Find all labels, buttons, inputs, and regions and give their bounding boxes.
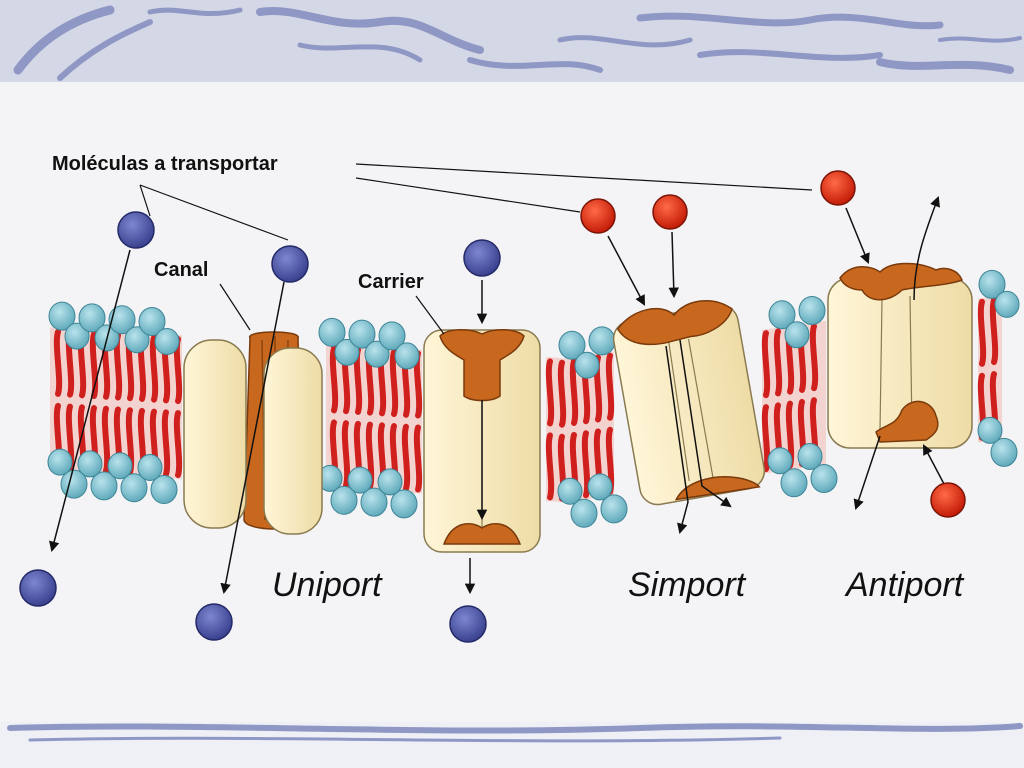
- carrier-label: Carrier: [358, 271, 424, 293]
- lipid-head: [120, 473, 148, 503]
- lipid-head: [364, 340, 390, 368]
- red-molecule-icon: [930, 482, 966, 518]
- molecules-label: Moléculas a transportar: [52, 153, 278, 175]
- lipid-head: [378, 321, 406, 351]
- lipid-head: [90, 471, 118, 501]
- blue-molecule-icon: [449, 605, 487, 643]
- blue-molecule-icon: [271, 245, 309, 283]
- footer-swoosh: [7, 723, 1023, 743]
- lipid-bilayer: [47, 269, 1020, 528]
- lipid-head: [334, 338, 360, 366]
- lipid-head: [574, 351, 600, 379]
- header-banner: [0, 0, 1024, 82]
- lipid-head: [360, 487, 388, 517]
- lipid-head: [390, 489, 418, 519]
- lipid-head: [977, 416, 1003, 444]
- canal-label: Canal: [154, 259, 208, 281]
- simport-carrier-protein: [612, 300, 766, 506]
- lipid-head: [978, 269, 1006, 299]
- lipid-head: [150, 475, 178, 505]
- blue-molecule-icon: [117, 211, 155, 249]
- lipid-head: [557, 477, 583, 505]
- lipid-head: [64, 322, 90, 350]
- lipid-head: [558, 330, 586, 360]
- lipid-head: [47, 448, 73, 476]
- lipid-head: [137, 454, 163, 482]
- antiport-label: Antiport: [844, 566, 965, 604]
- lipid-head: [784, 321, 810, 349]
- lipid-head: [767, 447, 793, 475]
- red-molecule-icon: [652, 194, 688, 230]
- blue-molecule-icon: [195, 603, 233, 641]
- lipid-head: [377, 468, 403, 496]
- lipid-head: [124, 326, 150, 354]
- simport-label: Simport: [628, 566, 747, 604]
- lipid-head: [107, 452, 133, 480]
- lipid-head: [600, 494, 628, 524]
- lipid-head: [138, 307, 166, 337]
- lipid-head: [394, 342, 420, 370]
- lipid-head: [990, 437, 1018, 467]
- lipid-head: [797, 442, 823, 470]
- lipid-head: [588, 326, 616, 356]
- red-molecule-icon: [580, 198, 616, 234]
- lipid-head: [154, 328, 180, 356]
- transport-arrows: [49, 196, 945, 595]
- lipid-head: [318, 317, 346, 347]
- canal-protein: [183, 331, 323, 535]
- lipid-head: [108, 305, 136, 335]
- blue-molecule-icon: [19, 569, 57, 607]
- lipid-head: [810, 463, 838, 493]
- lipid-head: [48, 301, 76, 331]
- lipid-head: [348, 319, 376, 349]
- lipid-head: [587, 473, 613, 501]
- red-molecule-icon: [820, 170, 856, 206]
- blue-molecule-icon: [463, 239, 501, 277]
- lipid-head: [78, 303, 106, 333]
- lipid-head: [570, 498, 598, 528]
- label-leader-lines: [139, 163, 813, 335]
- lipid-head: [77, 450, 103, 478]
- lipid-head: [330, 485, 358, 515]
- lipid-head: [768, 300, 796, 330]
- lipid-head: [347, 466, 373, 494]
- antiport-carrier-protein: [827, 262, 973, 449]
- uniport-label: Uniport: [272, 566, 383, 604]
- lipid-head: [780, 468, 808, 498]
- lipid-head: [994, 290, 1020, 318]
- lipid-head: [798, 295, 826, 325]
